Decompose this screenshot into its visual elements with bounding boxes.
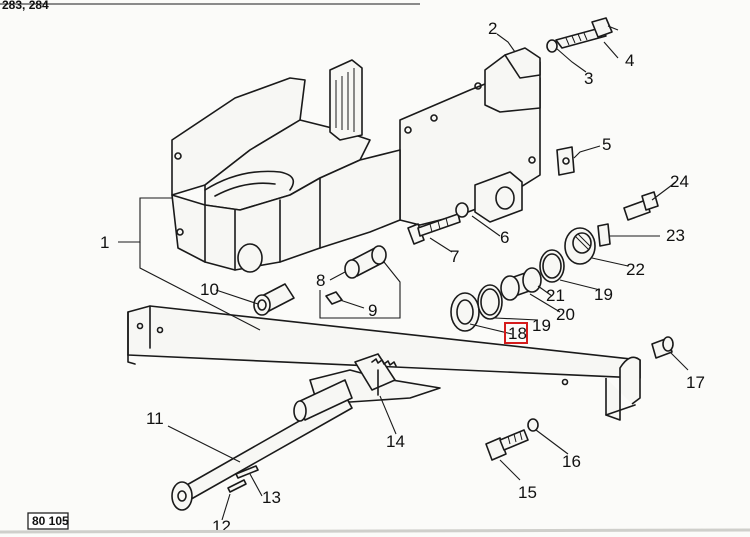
washer-3 xyxy=(546,39,558,53)
o-ring-19-left xyxy=(477,284,503,320)
label-part-9: 9 xyxy=(368,301,377,320)
label-part-12: 12 xyxy=(212,517,231,536)
cap-22 xyxy=(564,227,596,265)
o-ring-19-right xyxy=(539,249,565,283)
pin-13 xyxy=(235,465,259,479)
label-part-20: 20 xyxy=(556,305,575,324)
bolt-4 xyxy=(555,17,613,49)
leader-lines xyxy=(118,25,689,521)
plate-5 xyxy=(556,146,575,176)
label-part-7: 7 xyxy=(450,247,459,266)
label-part-14: 14 xyxy=(386,432,405,451)
label-part-11: 11 xyxy=(146,409,164,428)
pivot-shaft-11 xyxy=(171,379,353,511)
label-part-22: 22 xyxy=(626,260,645,279)
bracket-top xyxy=(504,47,541,79)
seal-ring-18 xyxy=(450,292,480,332)
bolt-15 xyxy=(485,429,529,461)
grease-nipple-9 xyxy=(325,291,343,305)
bushing-21 xyxy=(500,267,542,301)
label-part-21: 21 xyxy=(546,286,565,305)
nut-16 xyxy=(527,418,539,432)
label-part-16: 16 xyxy=(562,452,581,471)
label-part-3: 3 xyxy=(584,69,593,88)
label-part-19-right: 19 xyxy=(594,285,613,304)
label-part-19-left: 19 xyxy=(532,316,551,335)
label-part-18: 18 xyxy=(508,324,527,343)
label-part-17: 17 xyxy=(686,373,705,392)
bushing-8 xyxy=(344,245,387,279)
bolt-24 xyxy=(623,191,659,221)
label-part-4: 4 xyxy=(625,51,634,70)
label-part-1: 1 xyxy=(100,233,109,252)
housing-frame xyxy=(171,51,541,273)
cross-beam xyxy=(127,305,641,421)
label-part-6: 6 xyxy=(500,228,509,247)
pin-12 xyxy=(227,479,247,493)
label-part-15: 15 xyxy=(518,483,537,502)
label-part-10: 10 xyxy=(200,280,219,299)
scan-edge xyxy=(0,528,750,534)
figure-code: 80 105 xyxy=(32,514,69,528)
figure-code-box xyxy=(27,512,69,530)
clip-23 xyxy=(597,223,611,247)
bolt-7 xyxy=(407,213,461,245)
label-part-23: 23 xyxy=(666,226,685,245)
label-part-13: 13 xyxy=(262,488,281,507)
label-part-5: 5 xyxy=(602,135,611,154)
fitting-17 xyxy=(651,336,674,359)
washer-6 xyxy=(455,202,469,218)
header-page-ref: 283, 284 xyxy=(2,0,49,12)
label-part-8: 8 xyxy=(316,271,325,290)
label-part-24: 24 xyxy=(670,172,689,191)
label-part-2: 2 xyxy=(488,19,497,38)
highlight-box-part-18 xyxy=(504,322,528,344)
bushing-10 xyxy=(253,283,295,316)
